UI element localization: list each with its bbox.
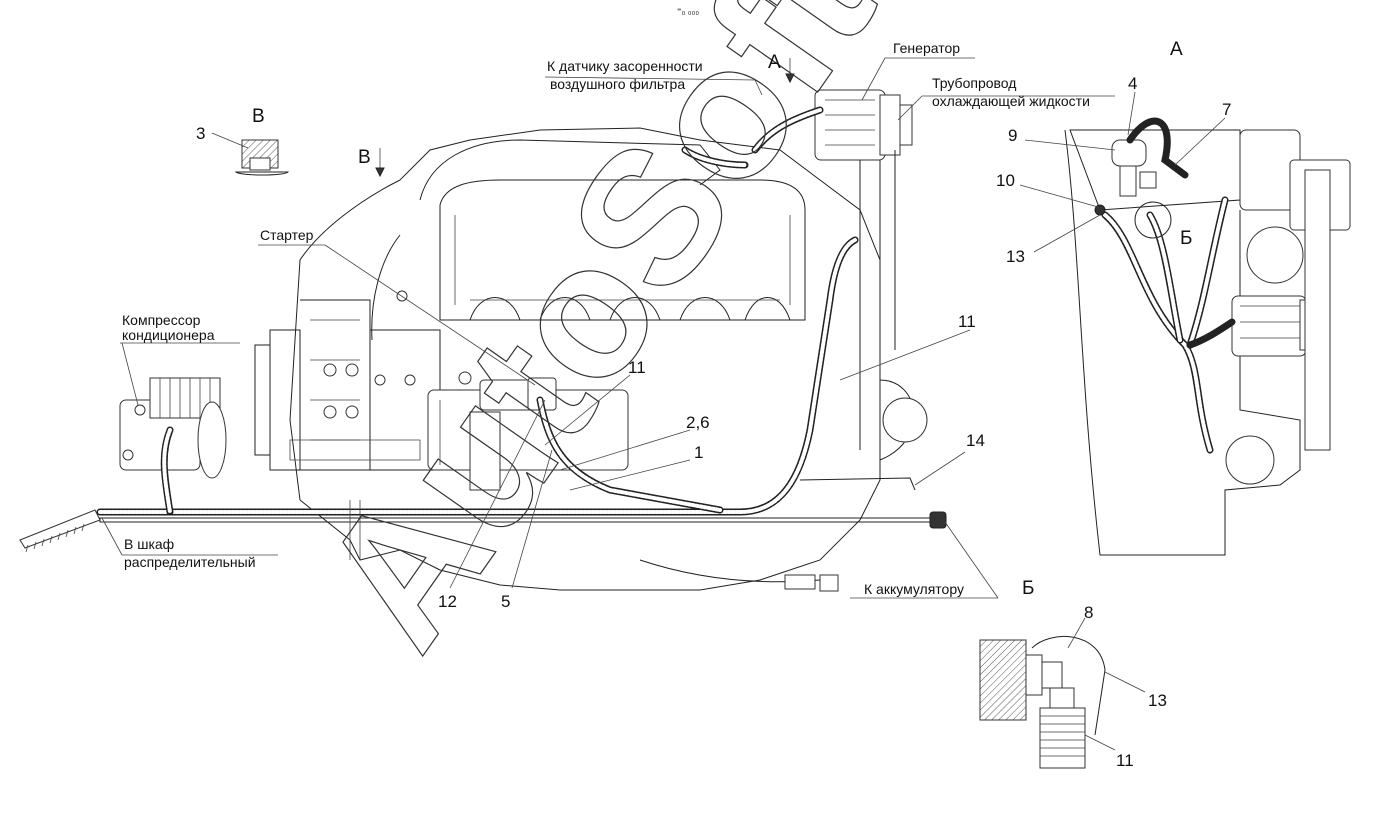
view-label-b-main: В xyxy=(358,147,371,168)
view-label-a-inset: А xyxy=(1170,39,1183,60)
arrowheads xyxy=(375,73,795,178)
callout-11-c: 11 xyxy=(1116,751,1134,770)
inset-a xyxy=(1064,117,1351,556)
callout-11-a: 11 xyxy=(628,358,646,377)
callout-9: 9 xyxy=(1008,126,1017,145)
callout-7: 7 xyxy=(1222,100,1231,119)
view-label-b-inset: В xyxy=(252,106,265,127)
label-compressor-1: Компрессор xyxy=(122,312,201,328)
label-coolant-2: охлаждающей жидкости xyxy=(932,93,1090,109)
callout-5: 5 xyxy=(501,592,510,611)
callout-14: 14 xyxy=(966,431,985,450)
callout-13-a: 13 xyxy=(1006,247,1025,266)
compressor-body xyxy=(119,377,227,479)
watermark-text: AutoSoft xyxy=(280,0,914,684)
text-labels: А В А В Б Б К датчику засоренности возду… xyxy=(122,39,1231,770)
view-label-bb-inset: Б xyxy=(1022,578,1034,599)
starter-body xyxy=(427,377,629,491)
callout-2-6: 2,6 xyxy=(686,413,710,432)
label-cabinet-2: распределительный xyxy=(124,554,256,570)
label-compressor-2: кондиционера xyxy=(122,327,215,343)
top-mark: ⁼₀ ₀₀₀ xyxy=(677,6,699,16)
inset-b xyxy=(979,636,1106,769)
callout-13-b: 13 xyxy=(1148,691,1167,710)
callout-8: 8 xyxy=(1084,603,1093,622)
label-generator: Генератор xyxy=(893,40,960,56)
watermark: AutoSoft xyxy=(279,0,914,684)
callout-12: 12 xyxy=(438,592,457,611)
view-b-part xyxy=(234,139,290,176)
label-battery: К аккумулятору xyxy=(864,581,964,597)
label-starter: Стартер xyxy=(260,227,314,243)
view-label-a-main: А xyxy=(768,52,781,73)
callout-3: 3 xyxy=(196,124,205,143)
callout-1: 1 xyxy=(694,443,703,462)
label-coolant-1: Трубопровод xyxy=(932,75,1016,91)
callout-11-b: 11 xyxy=(958,312,976,331)
label-air-filter-2: воздушного фильтра xyxy=(550,76,685,92)
callout-4: 4 xyxy=(1128,74,1137,93)
label-air-filter-1: К датчику засоренности xyxy=(547,58,703,74)
engine-drawing xyxy=(19,89,947,592)
view-label-bb-small: Б xyxy=(1180,228,1192,249)
label-cabinet-1: В шкаф xyxy=(124,536,174,552)
callout-10: 10 xyxy=(996,171,1015,190)
